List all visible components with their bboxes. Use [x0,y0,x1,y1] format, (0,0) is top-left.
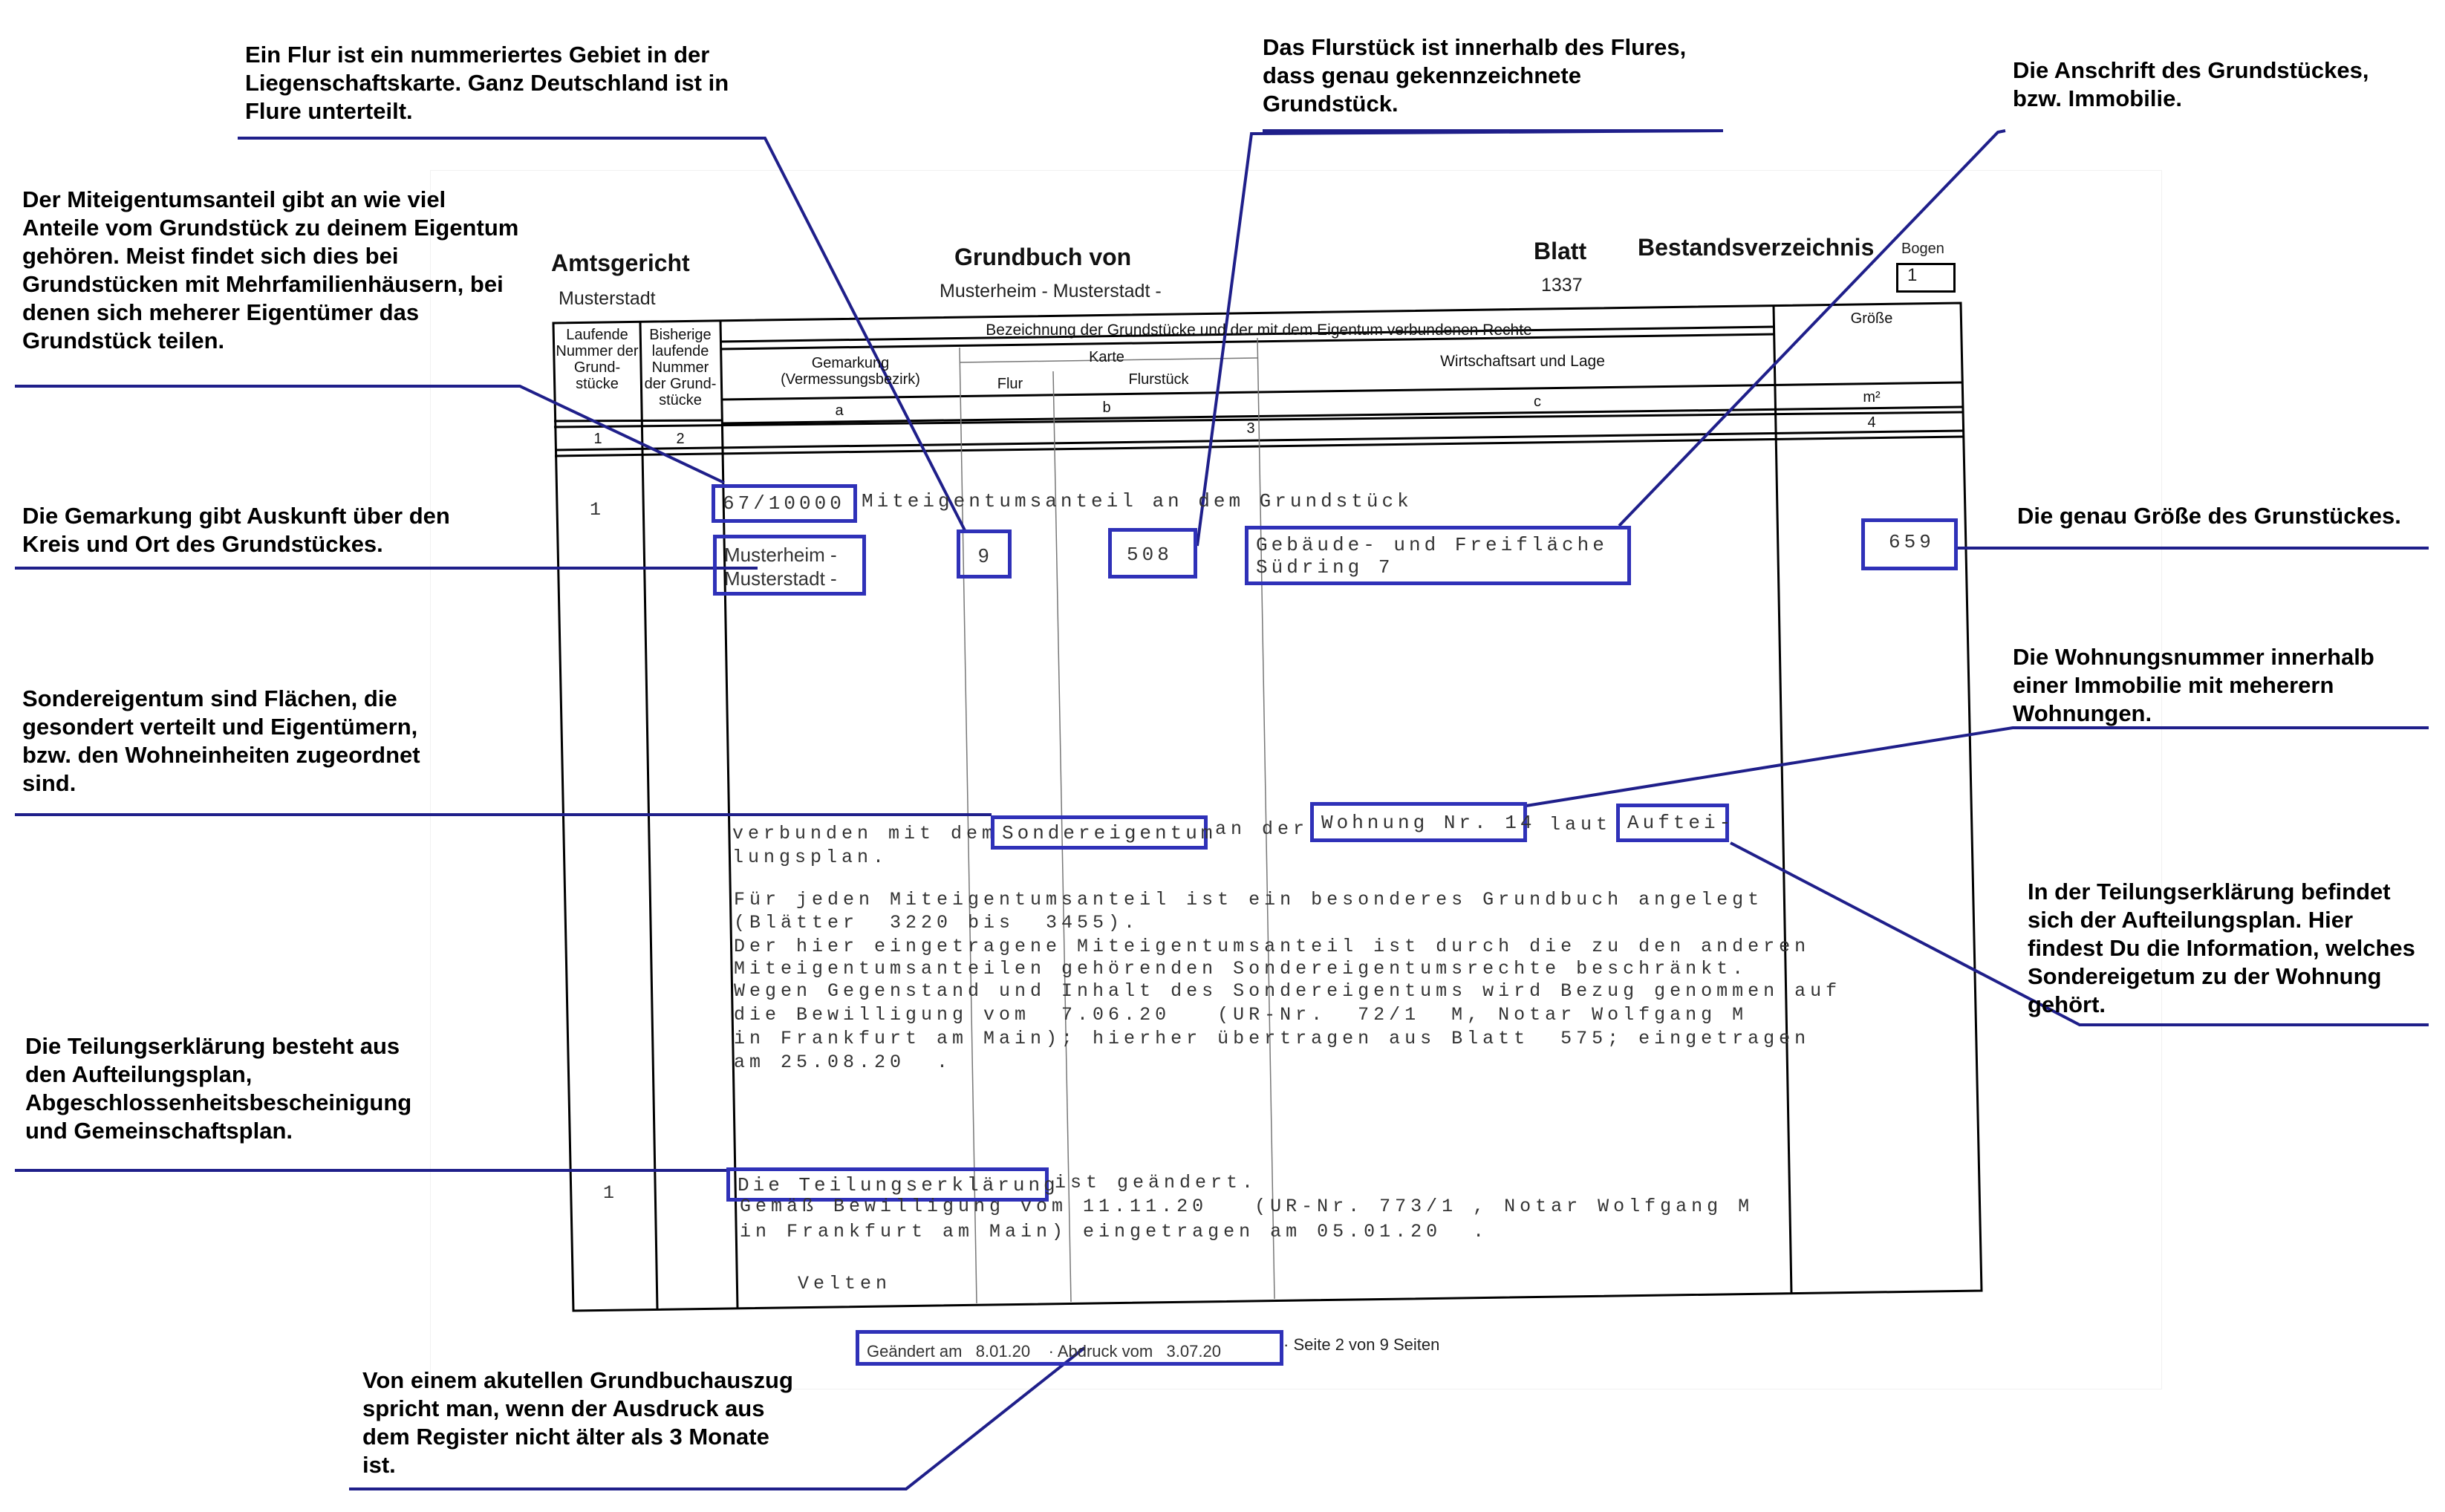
blatt-value: 1337 [1541,275,1583,296]
leader-lines [15,129,2429,1490]
annotation-miteigentum: Der Miteigentumsanteil gibt an wie viel … [22,186,519,353]
col-num-4: 4 [1867,414,1876,431]
entry1-body-line-3: Der hier eingetragene Miteigentumsanteil… [734,936,1811,957]
anteil-text: Miteigentumsanteil an dem Grundstück [862,490,1413,512]
anteil-highlight: 67/10000 [712,484,857,523]
teilung-value: Die Teilungserklärung [738,1174,1059,1196]
col-num-2: 2 [676,431,685,447]
blatt-label: Blatt [1534,238,1587,264]
annotation-aufteilungsplan: In der Teilungserklärung befindet sich d… [2028,879,2415,1017]
annotation-wohnungsnummer: Die Wohnungsnummer innerhalb einer Immob… [2013,644,2374,726]
court-label: Amtsgericht [551,250,690,276]
lage-line2: Südring 7 [1256,556,1394,579]
entry2-lfd: 1 [603,1182,619,1204]
gemarkung-line1: Musterheim - [724,544,837,566]
col-groesse: Größe [1850,310,1893,327]
col-num-3: 3 [1246,420,1255,437]
gemarkung-line2: Musterstadt - [724,567,837,590]
flur-value: 9 [978,544,989,567]
entry1-body-line-1: Für jeden Miteigentumsanteil ist ein bes… [734,889,1764,910]
col-wirtschaftsart: Wirtschaftsart und Lage [1440,353,1605,370]
lungsplan-text: lungsplan. [732,847,889,868]
annotation-groesse: Die genau Größe des Grunstückes. [2017,503,2401,529]
col-unit: m² [1863,389,1881,405]
col-laufende-nummer: Laufende Nummer der Grund-stücke [556,327,639,392]
section-title: Bestandsverzeichnis [1638,234,1875,261]
col-bezeichnung: Bezeichnung der Grundstücke und der mit … [986,322,1532,339]
col-flurstueck: Flurstück [1128,371,1189,388]
teilungserklaerung-highlight: Die Teilungserklärung [726,1167,1055,1202]
sondereigentum-highlight: Sondereigentum [991,815,1212,850]
entry2-line3: in Frankfurt am Main) eingetragen am 05.… [740,1221,1489,1242]
entry2-line2: Gemäß Bewilligung vom 11.11.20 (UR-Nr. 7… [740,1196,1754,1217]
entry1-body-line-2: (Blätter 3220 bis 3455). [734,912,1140,933]
annotation-flur: Ein Flur ist ein nummeriertes Gebiet in … [245,42,729,124]
annotation-flurstueck: Das Flurstück ist innerhalb des Flures, … [1263,34,1687,117]
flurstueck-highlight: 508 [1108,528,1197,579]
footer-changed: Geändert am 8.01.20 · Abdruck vom 3.07.2… [867,1342,1221,1361]
auftei-value: Auftei- [1627,812,1735,834]
wohnung-value: Wohnung Nr. 14 [1321,812,1536,834]
col-sub-c: c [1534,394,1541,410]
col-gemarkung: Gemarkung (Vermessungsbezirk) [781,355,920,388]
entry1-lfd: 1 [590,499,606,521]
grundbuch-label: Grundbuch von [954,244,1132,270]
entry1-body-line-8: am 25.08.20 . [734,1052,953,1073]
col-num-1: 1 [593,431,602,447]
laut-text: laut [1549,814,1612,835]
flur-highlight: 9 [957,529,1012,579]
col-sub-b: b [1102,400,1111,416]
table-frame [552,302,1983,1312]
entry1-body-line-7: in Frankfurt am Main); hierher übertrage… [734,1028,1811,1049]
annotation-aktuell: Von einem akutellen Grundbuchauszug spri… [362,1367,793,1478]
anteil-value: 67/10000 [723,492,845,515]
lage-highlight: Gebäude- und Freifläche Südring 7 [1245,526,1631,585]
sondereigentum-value: Sondereigentum [1002,822,1217,844]
grundbuch-value: Musterheim - Musterstadt - [940,281,1162,302]
table-subcolumns [959,337,1275,1304]
groesse-value: 659 [1889,531,1935,553]
annotation-anschrift: Die Anschrift des Grundstückes, bzw. Imm… [2013,57,2369,111]
col-bisherige-nummer: Bisherige laufende Nummer der Grund-stüc… [644,327,717,408]
entry1-body-line-5: Wegen Gegenstand und Inhalt des Sonderei… [734,980,1842,1002]
groesse-highlight: 659 [1861,518,1958,570]
verbunden-text-b: an der [1215,818,1309,840]
bogen-value: 1 [1896,263,1956,293]
annotation-teilungserklaerung: Die Teilungserklärung besteht aus den Au… [25,1033,412,1144]
bogen-label: Bogen [1901,241,1944,257]
col-sub-a: a [835,403,844,419]
document-page [431,171,2161,1389]
footer-date-highlight: Geändert am 8.01.20 · Abdruck vom 3.07.2… [856,1330,1283,1366]
verbunden-text-a: verbunden mit dem [732,823,998,844]
court-value: Musterstadt [559,288,656,309]
footer-page: · Seite 2 von 9 Seiten [1283,1335,1440,1354]
wohnung-highlight: Wohnung Nr. 14 [1310,802,1531,842]
aufteilungsplan-highlight: Auftei- [1616,804,1731,842]
col-karte: Karte [1089,349,1124,365]
signature: Velten [798,1273,892,1294]
entry1-body-line-4: Miteigentumsanteilen gehörenden Sonderei… [734,958,1748,980]
flurstueck-value: 508 [1127,544,1173,566]
annotation-gemarkung: Die Gemarkung gibt Auskunft über den Kre… [22,503,450,557]
col-flur: Flur [997,376,1023,392]
annotation-sondereigentum: Sondereigentum sind Flächen, die gesonde… [22,685,420,796]
gemarkung-highlight: Musterheim - Musterstadt - [713,535,866,596]
teilung-rest: ist geändert. [1055,1172,1258,1193]
lage-line1: Gebäude- und Freifläche [1256,534,1608,556]
entry1-body-line-6: die Bewilligung vom 7.06.20 (UR-Nr. 72/1… [734,1004,1748,1026]
